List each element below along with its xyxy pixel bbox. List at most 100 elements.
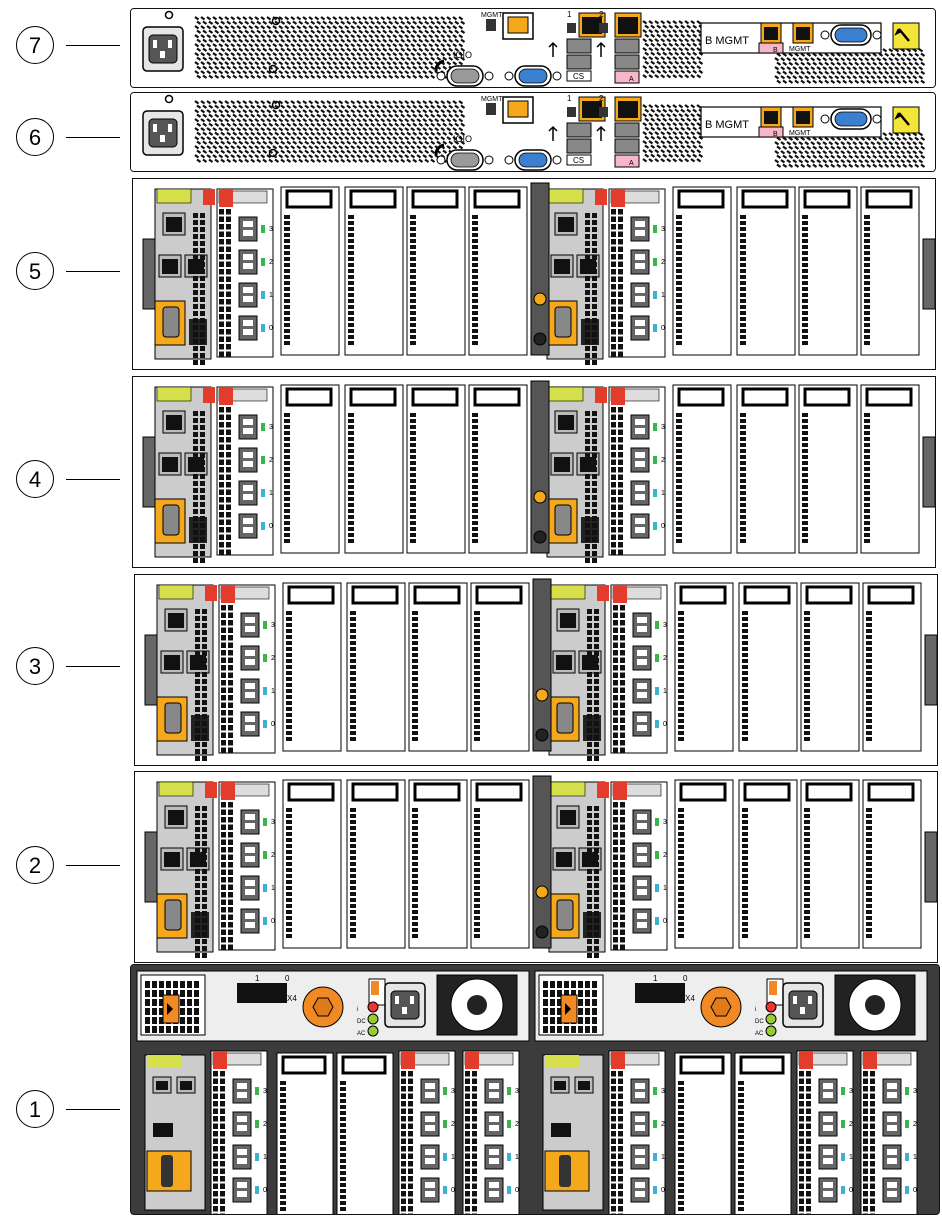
vent-grid [587, 806, 599, 958]
fan-knob-hex [312, 997, 334, 1017]
slot-number-label: 1 [271, 885, 275, 892]
vent-slots [864, 215, 870, 345]
status-led [261, 258, 265, 266]
blank-filler [336, 1052, 394, 1214]
status-led [765, 1013, 777, 1025]
sfp-port [240, 908, 260, 934]
status-led [263, 884, 267, 892]
sfp-port [238, 414, 258, 440]
console-port [162, 504, 180, 536]
screw-icon [164, 94, 174, 104]
slot-number-label: 3 [451, 1088, 455, 1095]
sfp-port [630, 1144, 650, 1170]
vga-port-2 [820, 108, 882, 130]
led-label: AC [357, 1031, 366, 1037]
ethernet-port [550, 254, 574, 278]
power-inlet-icon [782, 982, 824, 1028]
warning-icon [203, 387, 215, 403]
vent-slots [286, 808, 292, 938]
vent-grille-left [194, 100, 466, 163]
status-led [255, 1087, 259, 1095]
status-led [841, 1186, 845, 1194]
vent-grid [401, 1071, 413, 1214]
status-led [443, 1186, 447, 1194]
status-led [765, 1001, 777, 1013]
status-led [263, 818, 267, 826]
serial-cable-icon [434, 143, 445, 156]
leader-line-3 [66, 666, 120, 667]
sfp-port [630, 1078, 650, 1104]
sfp-port [818, 1144, 838, 1170]
center-divider [530, 380, 550, 554]
slot-number-label: 2 [269, 259, 273, 266]
port-1-label: 1 [567, 10, 572, 19]
status-led [655, 851, 659, 859]
warning-icon [205, 585, 217, 601]
status-led [653, 258, 657, 266]
ethernet-port [554, 212, 578, 236]
slot-number-label: 0 [913, 1187, 917, 1194]
vent-grid [221, 605, 233, 753]
sfp-port [630, 414, 650, 440]
sfp-port [484, 1078, 504, 1104]
status-led [261, 324, 265, 332]
console-port [559, 1155, 571, 1187]
slot-number-label: 1 [663, 688, 667, 695]
status-led [261, 225, 265, 233]
vent-slots [676, 215, 682, 345]
sfp-port [232, 1078, 252, 1104]
status-led [653, 1153, 657, 1161]
sfp-port [238, 513, 258, 539]
latch-tab [156, 386, 192, 402]
slot-number-label: 3 [515, 1088, 519, 1095]
blank-filler [736, 186, 796, 356]
rack-ear-right [924, 634, 937, 706]
sfp-port [630, 1177, 650, 1203]
latch-tab [156, 188, 192, 204]
status-led [653, 1120, 657, 1128]
status-led [263, 851, 267, 859]
cs-label-box [566, 154, 592, 166]
blank-filler [860, 384, 920, 554]
ethernet-port [574, 1076, 594, 1094]
vent-grid [219, 209, 231, 357]
sfp-port [632, 842, 652, 868]
sfp-port [630, 282, 650, 308]
sfp-port [882, 1177, 902, 1203]
status-led [261, 489, 265, 497]
status-led [653, 324, 657, 332]
usb-icon [548, 41, 558, 57]
vent-slots [802, 413, 808, 543]
blank-filler [736, 384, 796, 554]
sfp-port [238, 282, 258, 308]
slot-number-label: 2 [269, 457, 273, 464]
wrench-icon [894, 112, 910, 126]
vent-slots [284, 413, 290, 543]
usb-port [614, 38, 640, 54]
sfp-port [630, 216, 650, 242]
console-port [556, 899, 574, 931]
callout-2: 2 [16, 846, 54, 884]
sfp-port [240, 612, 260, 638]
slot-number-label: 1 [451, 1154, 455, 1161]
sfp-port [238, 480, 258, 506]
latch-tab [158, 781, 194, 797]
status-led [655, 818, 659, 826]
slot-number-label: 3 [661, 1088, 665, 1095]
sfp-port [632, 908, 652, 934]
display-port [551, 1123, 571, 1137]
vent-slots [340, 1081, 346, 1211]
latch-tab [548, 188, 584, 204]
blank-filler [346, 779, 406, 949]
slot-number-label: 1 [913, 1154, 917, 1161]
a-label: A [629, 160, 634, 167]
fan-knob-hex [710, 997, 732, 1017]
controller-module [546, 386, 607, 563]
